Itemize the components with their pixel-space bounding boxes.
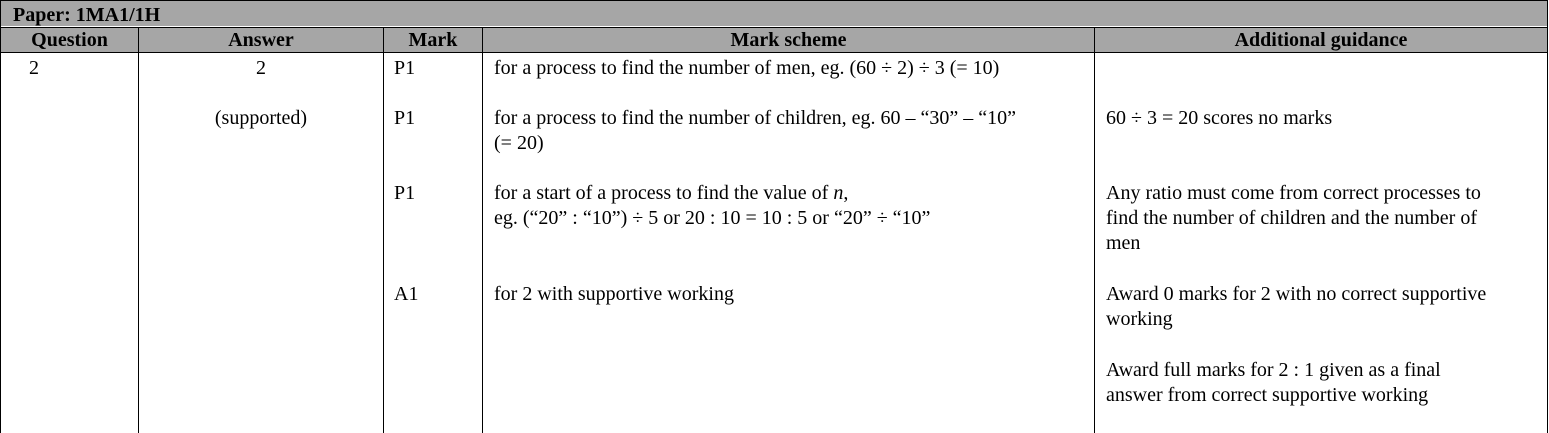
mark-scheme-3-line-2: eg. (“20” : “10”) ÷ 5 or 20 : 10 = 10 : … [494, 207, 931, 229]
mark-code-1: P1 [394, 57, 416, 79]
mark-scheme-3-comma: , [843, 182, 849, 204]
mark-scheme-3-line-1: for a start of a process to find the val… [494, 181, 848, 206]
divider-scheme-guidance [1094, 27, 1095, 433]
column-header-bar [1, 28, 1548, 52]
mark-code-4: A1 [394, 283, 419, 305]
divider-mark-scheme [482, 27, 483, 433]
mark-scheme-2-line-2: (= 20) [494, 132, 544, 154]
header-mark: Mark [408, 29, 458, 51]
border-paper-bottom [0, 27, 1548, 28]
paper-header-bar: Paper: 1MA1/1H [1, 1, 1548, 26]
guidance-3-line-1: Any ratio must come from correct process… [1106, 182, 1481, 204]
border-header-bottom [0, 52, 1548, 53]
variable-n: n [833, 182, 844, 204]
mark-scheme-1: for a process to find the number of men,… [494, 57, 1000, 79]
guidance-4-line-4: answer from correct supportive working [1106, 384, 1429, 406]
question-number: 2 [29, 57, 39, 79]
border-left [0, 0, 1, 433]
guidance-3-line-2: find the number of children and the numb… [1106, 207, 1477, 229]
mark-scheme-3-text: for a start of a process to find the val… [494, 182, 834, 204]
mark-scheme-4: for 2 with supportive working [494, 283, 734, 305]
border-top [0, 0, 1548, 1]
mark-code-3: P1 [394, 182, 416, 204]
guidance-4-line-2: working [1106, 308, 1173, 330]
answer-note: (supported) [214, 107, 308, 129]
header-question: Question [31, 29, 108, 51]
mark-scheme-2-line-1: for a process to find the number of chil… [494, 107, 1017, 129]
answer-value: 2 [256, 57, 266, 79]
header-answer: Answer [228, 29, 294, 51]
header-additional-guidance: Additional guidance [1234, 29, 1408, 51]
mark-code-2: P1 [394, 107, 416, 129]
paper-title: Paper: 1MA1/1H [13, 4, 161, 26]
guidance-3-line-3: men [1106, 232, 1141, 254]
border-right [1547, 0, 1548, 433]
header-mark-scheme: Mark scheme [730, 29, 847, 51]
guidance-4-line-1: Award 0 marks for 2 with no correct supp… [1106, 283, 1487, 305]
divider-question-answer [138, 27, 139, 433]
guidance-4-line-3: Award full marks for 2 : 1 given as a fi… [1106, 359, 1441, 381]
divider-answer-mark [383, 27, 384, 433]
guidance-2: 60 ÷ 3 = 20 scores no marks [1106, 107, 1333, 129]
